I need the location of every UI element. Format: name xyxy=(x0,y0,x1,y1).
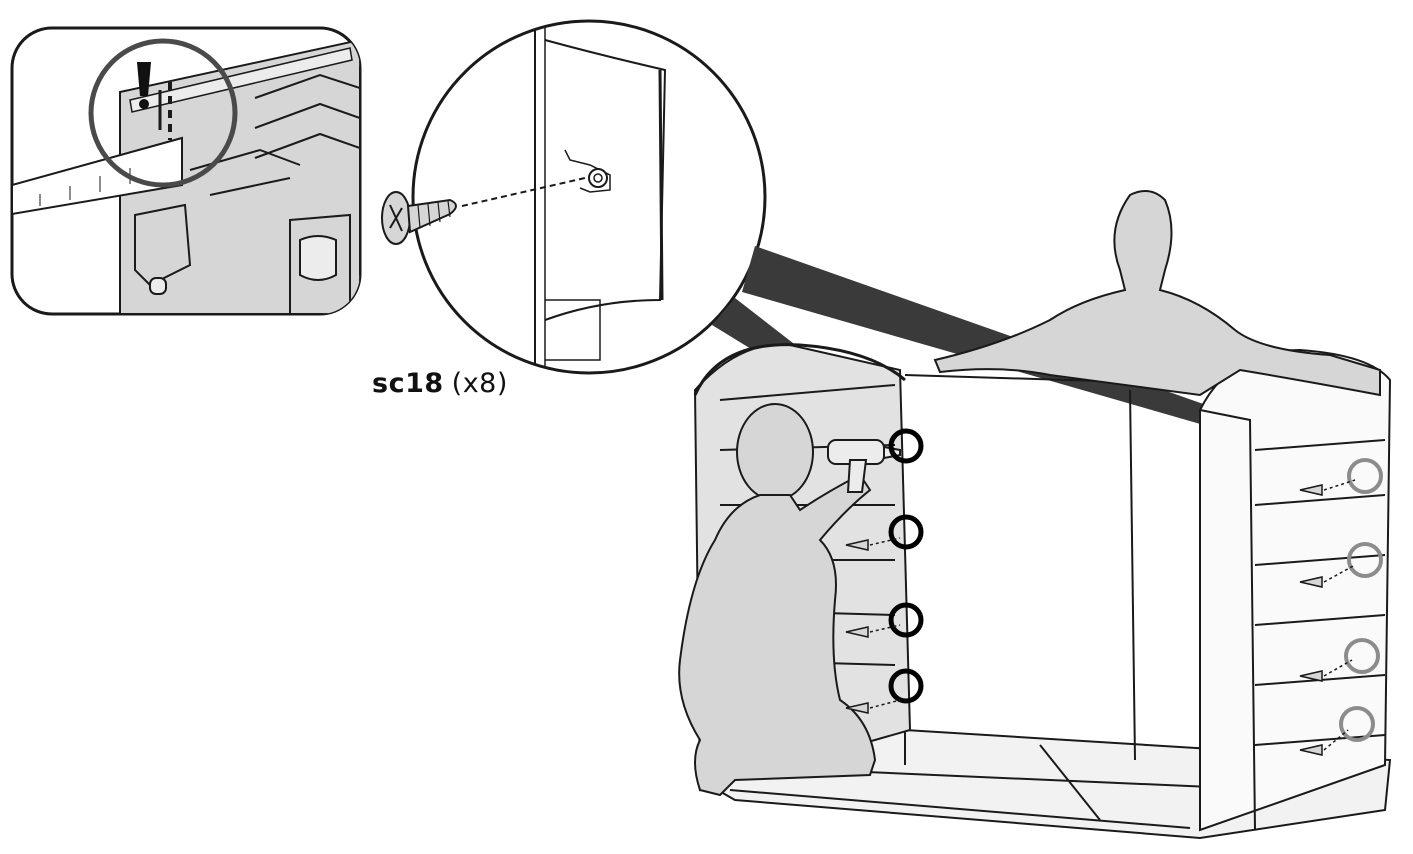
warning-detail-inset xyxy=(10,26,362,316)
screw-ring xyxy=(1339,706,1375,742)
screw-path-line xyxy=(461,177,586,207)
screw-detail-inset xyxy=(381,19,767,375)
screw-ring xyxy=(888,668,924,704)
drill-icon xyxy=(827,439,901,493)
screw-locations-right xyxy=(1339,458,1383,742)
hardware-label: sc18(x8) xyxy=(372,368,508,399)
screw-ring xyxy=(1344,638,1380,674)
screw-ring xyxy=(888,514,924,550)
screw-ring xyxy=(888,602,924,638)
screw-ring xyxy=(888,428,924,464)
small-screws xyxy=(845,479,1356,756)
part-code: sc18 xyxy=(372,368,444,399)
kneeling-person xyxy=(678,403,877,797)
screw-ring xyxy=(1347,458,1383,494)
screw-locations-left xyxy=(888,428,924,704)
exclamation-icon xyxy=(137,62,151,109)
screw-ring xyxy=(1347,542,1383,578)
part-quantity: (x8) xyxy=(451,368,508,399)
screw-icon xyxy=(381,191,457,245)
standing-person xyxy=(933,190,1381,397)
